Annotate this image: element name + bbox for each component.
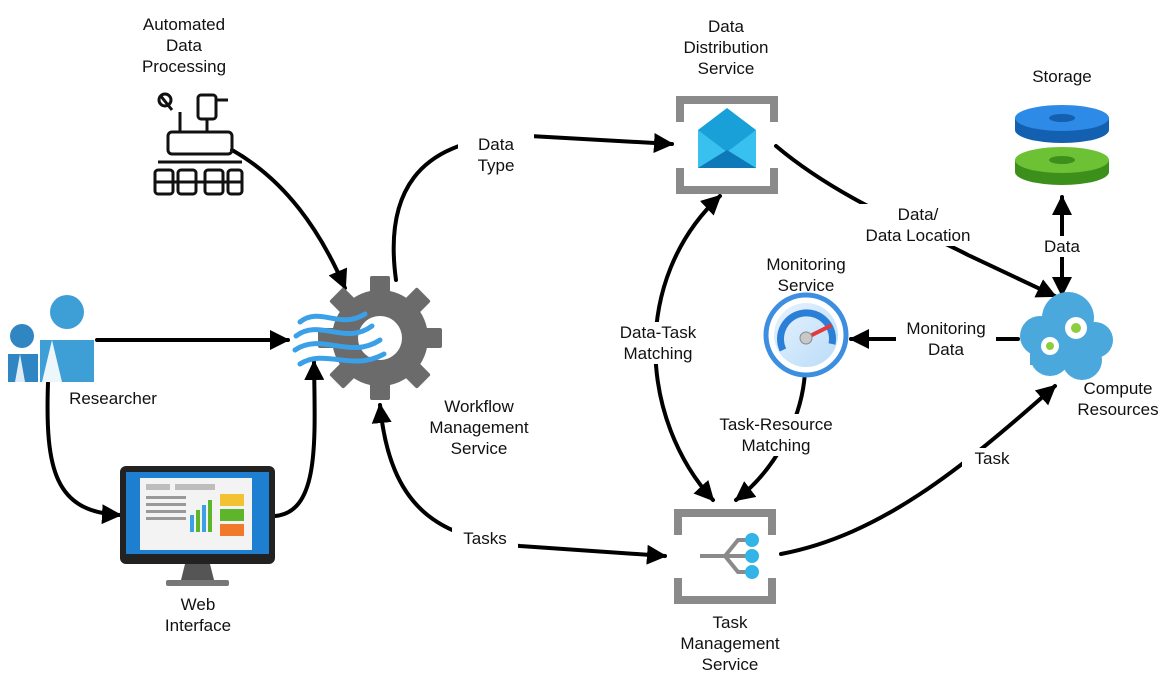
node-web-interface-label: Web Interface [164,595,232,635]
node-workflow-label: Workflow Management Service [429,397,529,458]
storage-disks-icon [1015,105,1109,185]
fork-service-icon [674,509,776,604]
edge-label-data-task-matching: Data-Task Matching [608,322,708,364]
people-icon [8,295,94,382]
desktop-monitor-icon [120,466,275,586]
edge-label-task-resource-matching: Task-Resource Matching [704,414,848,456]
node-compute-label: Compute Resources [1077,379,1159,419]
node-data-distribution-label: Data Distribution Service [683,17,769,78]
node-researcher-label: Researcher [69,389,157,408]
node-monitoring-label: Monitoring Service [766,255,846,295]
edge-web-to-workflow [273,360,325,518]
gear-waves-icon [292,276,442,400]
node-storage-label: Storage [1032,67,1092,86]
edge-label-data: Data [1034,236,1090,257]
cloud-gears-icon [1020,292,1113,380]
edge-label-tasks: Tasks [452,528,518,549]
edge-label-data-location: Data/ Data Location [848,204,988,246]
robot-rover-icon [153,92,244,196]
edge-label-data-type: Data Type [458,134,534,176]
node-task-management-label: Task Management Service [680,613,780,674]
edge-label-task: Task [962,448,1022,469]
node-automated-processing-label: Automated Data Processing [141,15,227,76]
envelope-service-icon [676,96,778,194]
edge-researcher-to-web [45,381,122,525]
edge-automated-to-workflow [230,148,348,290]
edge-taskmgmt-to-compute [779,384,1057,556]
gauge-icon [763,292,849,378]
edge-label-monitoring-data: Monitoring Data [896,318,996,360]
